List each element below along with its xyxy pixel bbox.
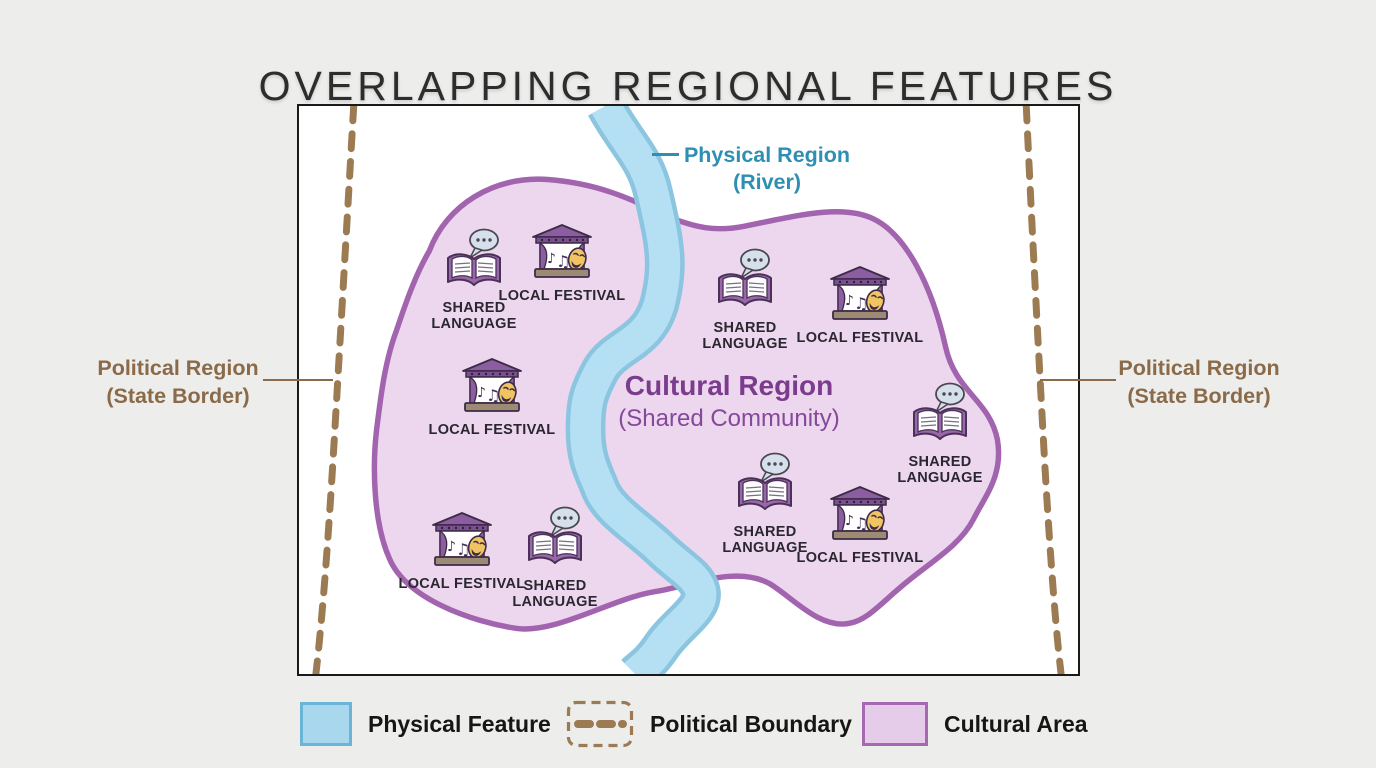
legend-item-physical-feature: Physical Feature [300, 700, 551, 748]
political-region-right-label: Political Region (State Border) [1118, 355, 1279, 411]
marker-label: SHARED LANGUAGE [897, 453, 983, 487]
marker-local-festival: LOCAL FESTIVAL [397, 510, 527, 592]
physical-region-line1: Physical Region [683, 143, 851, 167]
marker-label: SHARED LANGUAGE [512, 577, 598, 611]
marker-label: SHARED LANGUAGE [702, 319, 788, 353]
physical-feature-swatch [300, 702, 352, 746]
marker-label: LOCAL FESTIVAL [428, 421, 556, 438]
marker-local-festival: LOCAL FESTIVAL [795, 264, 925, 346]
festival-stage-icon [829, 264, 891, 322]
marker-shared-language: SHARED LANGUAGE [700, 452, 830, 556]
political-right-leader-line [1040, 379, 1116, 381]
political-left-line2: (State Border) [106, 383, 250, 408]
book-speech-bubble-icon [444, 228, 504, 292]
marker-local-festival: LOCAL FESTIVAL [427, 356, 557, 438]
marker-label: LOCAL FESTIVAL [398, 575, 526, 592]
political-left-leader-line [263, 379, 333, 381]
political-left-line1: Political Region [97, 356, 259, 380]
marker-local-festival: LOCAL FESTIVAL [497, 222, 627, 304]
marker-label: LOCAL FESTIVAL [796, 549, 924, 566]
marker-local-festival: LOCAL FESTIVAL [795, 484, 925, 566]
political-boundary-swatch [566, 700, 634, 748]
physical-region-line2: (River) [732, 169, 802, 194]
legend-item-political-boundary: Political Boundary [566, 700, 852, 748]
festival-stage-icon [431, 510, 493, 568]
marker-label: SHARED LANGUAGE [722, 523, 808, 557]
cultural-area-swatch [862, 702, 928, 746]
political-right-line1: Political Region [1118, 356, 1280, 380]
festival-stage-icon [531, 222, 593, 280]
festival-stage-icon [829, 484, 891, 542]
legend-label-cultural: Cultural Area [944, 710, 1088, 737]
physical-region-label: Physical Region (River) [684, 142, 850, 196]
page-title: OVERLAPPING REGIONAL FEATURES [258, 63, 1118, 110]
political-border-left-line [312, 106, 358, 674]
marker-label: SHARED LANGUAGE [431, 299, 517, 333]
book-speech-bubble-icon [525, 506, 585, 570]
legend-label-political: Political Boundary [650, 710, 852, 737]
cultural-region-label: Cultural Region (Shared Community) [618, 368, 839, 434]
marker-shared-language: SHARED LANGUAGE [409, 228, 539, 332]
region-map: SHARED LANGUAGE LOCAL FESTIVAL SHARED LA… [297, 104, 1080, 676]
river-shape [565, 106, 721, 674]
marker-shared-language: SHARED LANGUAGE [680, 248, 810, 352]
physical-region-leader-line [652, 153, 679, 156]
legend-label-physical: Physical Feature [368, 710, 551, 737]
marker-label: LOCAL FESTIVAL [796, 329, 924, 346]
marker-label: LOCAL FESTIVAL [498, 287, 626, 304]
legend-item-cultural-area: Cultural Area [862, 700, 1088, 748]
cultural-region-line1: Cultural Region [624, 370, 834, 401]
book-speech-bubble-icon [735, 452, 795, 516]
marker-shared-language: SHARED LANGUAGE [490, 506, 620, 610]
political-border-right-line [1022, 106, 1065, 674]
book-speech-bubble-icon [910, 382, 970, 446]
book-speech-bubble-icon [715, 248, 775, 312]
marker-shared-language: SHARED LANGUAGE [875, 382, 1005, 486]
political-region-left-label: Political Region (State Border) [97, 355, 258, 411]
political-right-line2: (State Border) [1127, 383, 1271, 408]
festival-stage-icon [461, 356, 523, 414]
cultural-region-line2: (Shared Community) [618, 405, 840, 432]
